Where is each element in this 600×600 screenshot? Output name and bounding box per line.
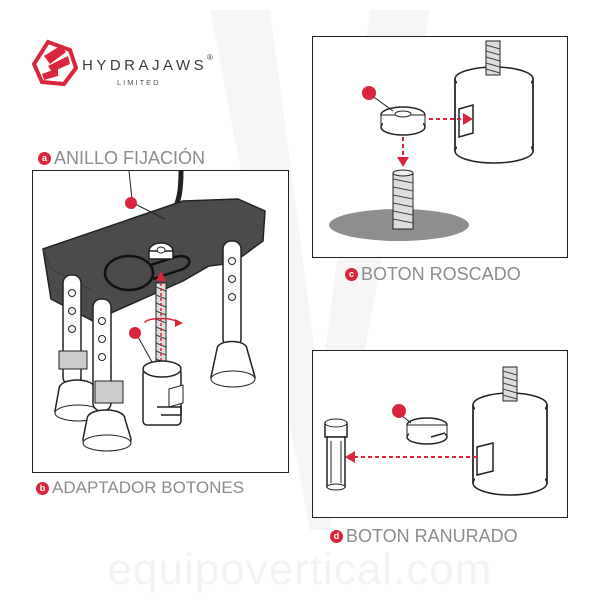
anillo-adaptador-illustration — [33, 171, 290, 474]
label-b-text: ADAPTADOR BOTONES — [52, 478, 244, 498]
callout-marker-a — [125, 197, 137, 209]
panel-anillo-adaptador — [32, 170, 289, 473]
callout-marker-b — [129, 327, 141, 339]
brand-name: HYDRAJAWS — [82, 57, 207, 74]
label-adaptador-botones: b ADAPTADOR BOTONES — [36, 478, 244, 498]
brand-subtitle: LIMITED — [117, 78, 161, 87]
label-a-text: ANILLO FIJACIÓN — [54, 148, 205, 169]
boton-roscado-illustration — [313, 37, 569, 259]
callout-badge-c: c — [345, 268, 358, 281]
label-anillo-fijacion: a ANILLO FIJACIÓN — [38, 148, 205, 169]
hydrajaws-logo-icon — [30, 38, 80, 90]
label-c-text: BOTON ROSCADO — [361, 264, 521, 285]
watermark-text: equipovertical.com — [0, 545, 600, 595]
callout-badge-d: d — [330, 530, 343, 543]
panel-boton-ranurado — [312, 350, 568, 518]
callout-marker-d — [392, 404, 406, 418]
callout-badge-b: b — [36, 482, 49, 495]
boton-ranurado-illustration — [313, 351, 569, 519]
label-boton-roscado: c BOTON ROSCADO — [345, 264, 521, 285]
panel-boton-roscado — [312, 36, 568, 258]
label-boton-ranurado: d BOTON RANURADO — [330, 526, 518, 547]
callout-marker-c — [362, 86, 376, 100]
callout-badge-a: a — [38, 152, 51, 165]
label-d-text: BOTON RANURADO — [346, 526, 518, 547]
registered-mark: ® — [207, 53, 213, 62]
